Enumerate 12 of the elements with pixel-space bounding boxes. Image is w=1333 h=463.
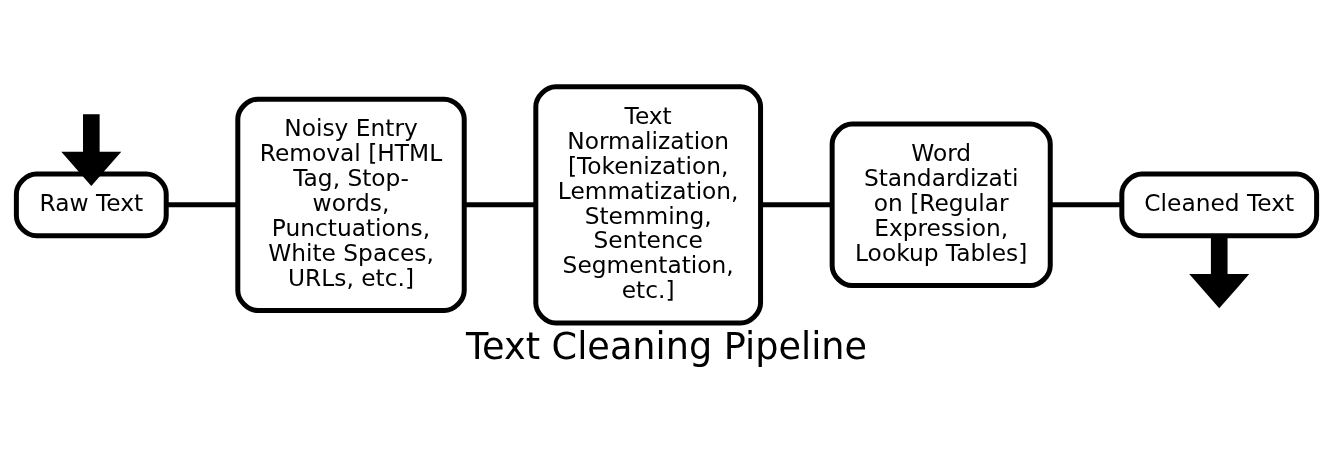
node-box: Word Standardizati on [Regular Expression, Lookup Tables] — [829, 121, 1053, 289]
connector — [761, 202, 832, 208]
node-box: Raw Text — [13, 171, 169, 239]
node-box: Noisy Entry Removal [HTML Tag, Stop-words, Punctuations, White Spaces, URLs, etc.] — [235, 96, 467, 314]
connector — [464, 202, 536, 208]
arrow — [61, 114, 122, 187]
node-box: Text Normalization [Tokenization, Lemmatization, Stemming, Sentence Segmentation, etc.] — [533, 84, 764, 326]
caption: Text Cleaning Pipeline — [465, 325, 868, 369]
connector — [1050, 202, 1122, 208]
arrow — [1189, 236, 1250, 309]
node-box: Cleaned Text — [1119, 171, 1320, 239]
connector — [166, 202, 238, 208]
